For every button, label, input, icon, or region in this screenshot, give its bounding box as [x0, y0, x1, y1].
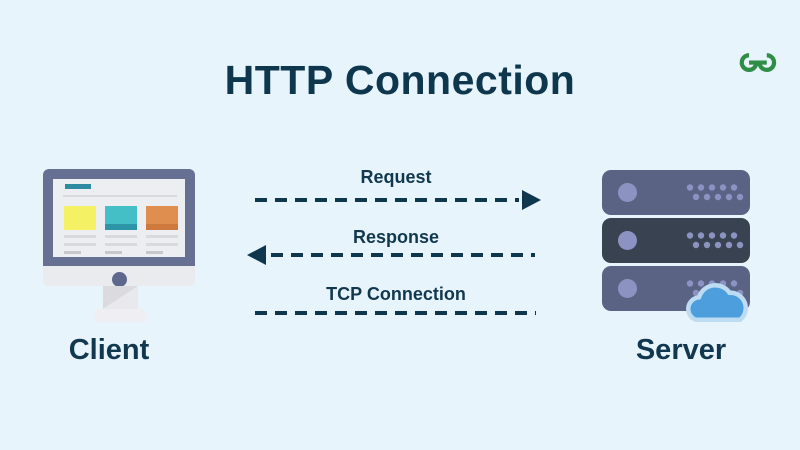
monitor-stand-base: [93, 309, 148, 322]
server-label: Server: [635, 334, 727, 366]
screen-column: [105, 206, 137, 254]
tcp-connection-line: [255, 311, 536, 315]
arrowhead-right-icon: [522, 190, 541, 210]
server-unit: [602, 170, 750, 215]
server-unit: [602, 218, 750, 263]
screen-column: [64, 206, 96, 254]
response-arrow-line: [271, 253, 535, 257]
vent-dots-icon: [686, 184, 744, 201]
orange-card: [146, 206, 178, 230]
server-led: [618, 183, 637, 202]
monitor-frame: [43, 169, 195, 266]
tcp-connection-label: TCP Connection: [326, 284, 466, 304]
browser-header-bar: [65, 184, 91, 189]
vent-dots-icon: [686, 232, 744, 249]
teal-card: [105, 206, 137, 230]
request-label: Request: [360, 167, 432, 187]
geeksforgeeks-logo-icon: [739, 53, 777, 72]
screen-column: [146, 206, 178, 254]
monitor-camera-dot: [112, 272, 127, 287]
page-title: HTTP Connection: [224, 57, 576, 103]
screen-divider-line: [63, 195, 177, 197]
cloud-icon: [686, 283, 748, 322]
client-monitor-icon: [43, 169, 195, 325]
request-arrow-line: [255, 198, 519, 202]
response-label: Response: [352, 227, 440, 247]
monitor-stand-neck: [103, 286, 138, 309]
server-rack-icon: [602, 170, 760, 330]
server-led: [618, 279, 637, 298]
arrowhead-left-icon: [247, 245, 266, 265]
client-label: Client: [68, 334, 150, 366]
monitor-screen: [53, 179, 185, 257]
yellow-card: [64, 206, 96, 230]
server-led: [618, 231, 637, 250]
